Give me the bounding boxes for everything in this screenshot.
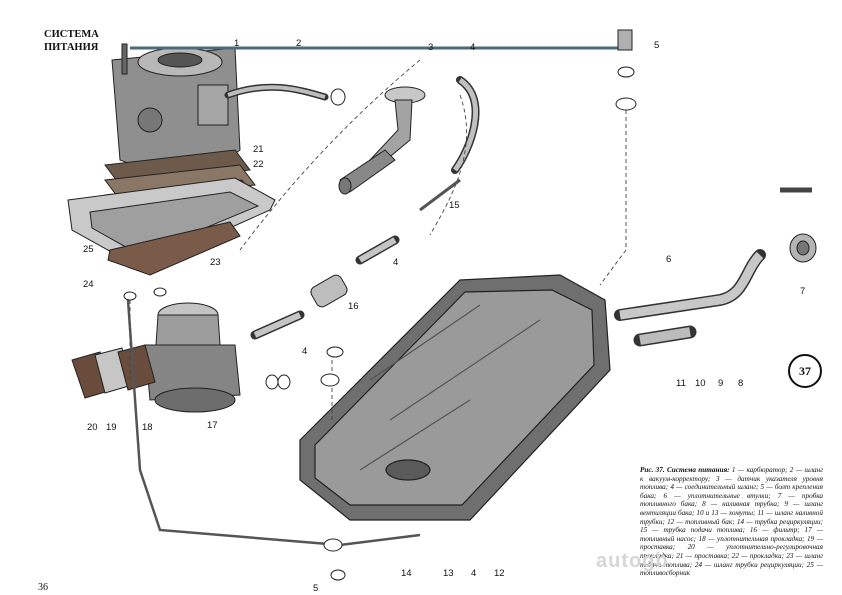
callout-22: 22 [253,159,264,170]
callout-2: 2 [296,38,301,49]
title-line-1: СИСТЕМА [44,29,99,40]
callout-18: 18 [142,422,153,433]
figure-number-badge: 37 [788,354,822,388]
callout-6: 6 [666,254,671,265]
callout-23: 23 [210,257,221,268]
callout-5: 5 [654,40,659,51]
callout-12: 12 [494,568,505,579]
washers [123,66,637,581]
fuel-tank [299,274,611,521]
title-line-2: ПИТАНИЯ [44,42,99,53]
callout-17: 17 [207,420,218,431]
callout-5-b: 5 [313,583,318,594]
callout-4-c: 4 [302,346,307,357]
filler-neck-assembly [614,187,817,347]
callout-21: 21 [253,144,264,155]
callout-4-b: 4 [393,257,398,268]
fuel-level-sensor [338,86,426,195]
callout-14: 14 [401,568,412,579]
page-number: 36 [38,582,48,593]
tank-mount-bolt [617,29,633,51]
assembly-leaders [129,59,627,420]
callout-8: 8 [738,378,743,389]
pump-gaskets [71,344,156,399]
caption-title: Рис. 37. Система питания: [640,466,730,474]
watermark-logo: autogb [596,550,669,572]
callout-13: 13 [443,568,454,579]
callout-7: 7 [800,286,805,297]
fuel-supply-line [250,178,461,340]
callout-9: 9 [718,378,723,389]
fuel-pump [144,302,241,413]
callout-16: 16 [348,301,359,312]
callout-3: 3 [428,42,433,53]
callout-11: 11 [676,378,686,389]
callout-25: 25 [83,244,94,255]
callout-4: 4 [470,42,475,53]
callout-20: 20 [87,422,98,433]
recirculation-tube [126,299,421,547]
figure-caption: Рис. 37. Система питания: 1 — карбюратор… [640,466,823,578]
page-title: СИСТЕМА ПИТАНИЯ [44,28,99,54]
fuel-collector-plate [67,177,276,276]
callout-15: 15 [449,200,460,211]
callout-4-d: 4 [471,568,476,579]
callout-24: 24 [83,279,94,290]
callout-1: 1 [234,38,239,49]
callout-10: 10 [695,378,706,389]
carburetor [111,43,241,186]
hose-clamp [330,88,346,106]
callout-19: 19 [106,422,117,433]
caption-body: 1 — карбюратор; 2 — шланг к вакуум-корре… [640,466,824,578]
